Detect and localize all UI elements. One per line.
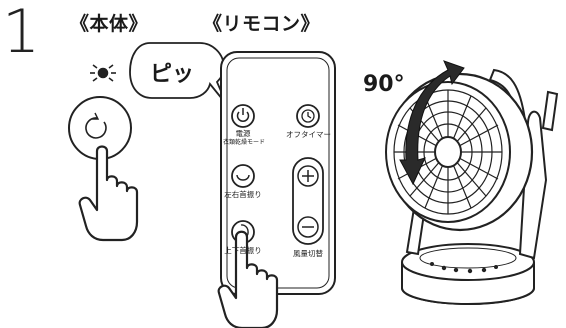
power-sublabel: 衣類乾燥モード [223, 139, 266, 146]
pointing-hand-icon [78, 145, 139, 242]
ud-swing-label: 上下首振り [224, 246, 262, 255]
remote-section-title: 《リモコン》 [203, 13, 321, 35]
airflow-control [292, 157, 324, 245]
lr-swing-button[interactable] [231, 164, 255, 188]
led-light-icon [90, 64, 116, 82]
rotation-angle-label: 90° [363, 72, 405, 97]
power-label: 電源 [235, 129, 251, 138]
curved-arrow-icon [399, 60, 465, 186]
bubble-text: ピッ [150, 62, 195, 87]
fan-base [401, 243, 535, 305]
lr-swing-label: 左右首振り [224, 190, 262, 199]
off-timer-label: オフタイマー [286, 130, 331, 139]
step-number: 1 [2, 0, 41, 67]
power-button[interactable] [231, 104, 255, 128]
airflow-label: 風量切替 [293, 249, 323, 258]
airflow-minus-button[interactable] [297, 216, 319, 238]
pointing-hand-icon [217, 230, 279, 328]
unit-section-title: 《本体》 [70, 13, 149, 35]
off-timer-button[interactable] [296, 104, 320, 128]
airflow-plus-button[interactable] [297, 165, 319, 187]
